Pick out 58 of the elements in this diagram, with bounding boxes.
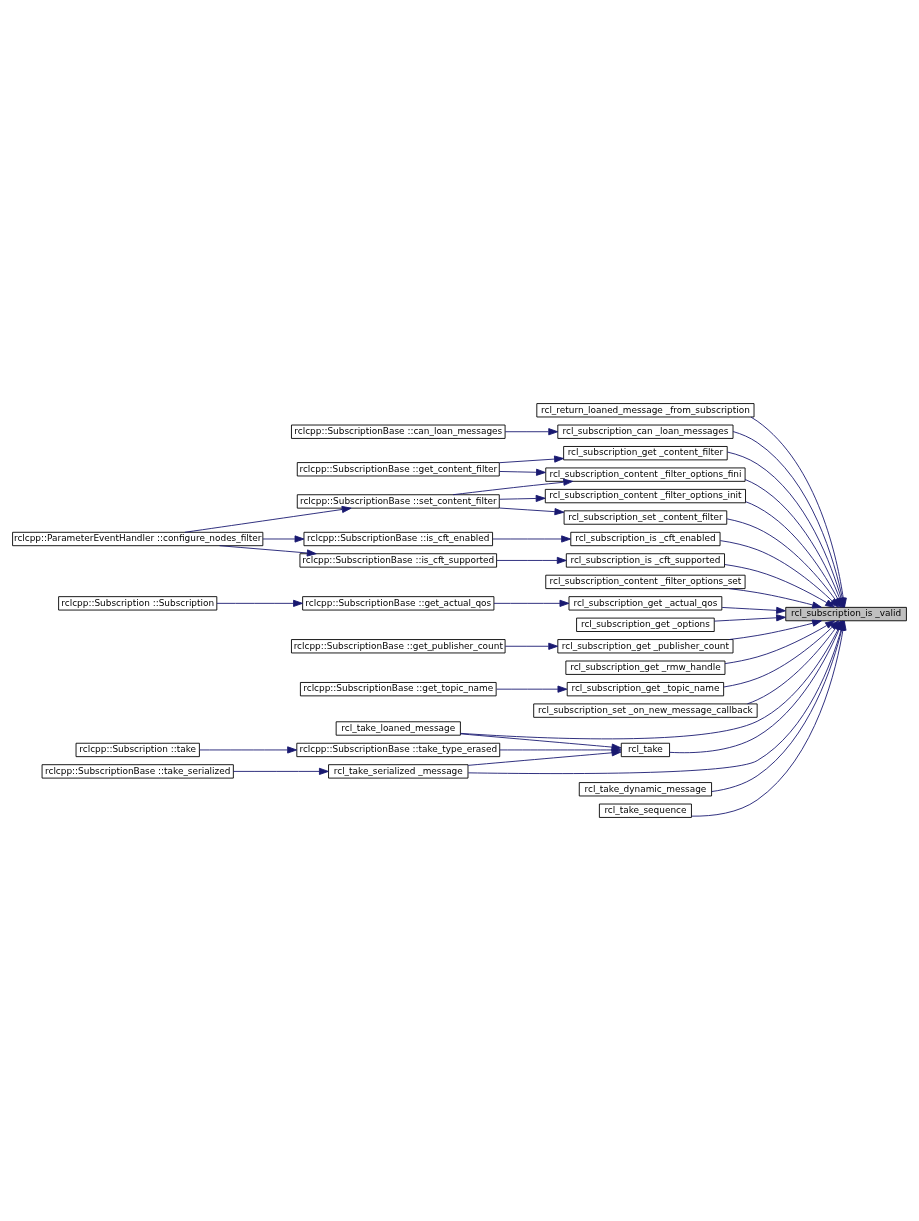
arrow [184, 505, 352, 533]
node-box: rclcpp::SubscriptionBase ::take_type_erased [296, 742, 501, 758]
arrow [496, 685, 568, 693]
arrow [724, 564, 835, 608]
node-box: rcl_subscription_get _options [576, 617, 715, 632]
arrow [233, 767, 329, 775]
node-box: rcl_subscription_get _publisher_count [557, 639, 734, 654]
arrow [199, 746, 298, 754]
node-box: rcl_subscription_is _cft_enabled [570, 531, 721, 547]
node-box: rcl_subscription_get _topic_name [566, 682, 725, 697]
arrow [452, 478, 574, 496]
node-box: rcl_take_loaned_message [335, 721, 461, 736]
node-box: rclcpp::SubscriptionBase ::get_publisher_count [291, 639, 506, 654]
arrow [499, 507, 565, 516]
node-box: rclcpp::SubscriptionBase ::get_content_filter [296, 462, 500, 477]
arrow [492, 535, 572, 543]
node-box: rcl_subscription_get _actual_qos [568, 596, 723, 611]
node-box: rcl_subscription_content _filter_options_set [545, 574, 746, 590]
arrow [728, 588, 822, 609]
arrow [499, 468, 546, 476]
arrow [467, 749, 622, 766]
arrow [499, 494, 546, 503]
arrow [504, 428, 559, 436]
node-box: rcl_take_serialized _message [328, 764, 469, 779]
node-box: rclcpp::SubscriptionBase ::is_cft_enabled [303, 531, 493, 547]
arrow [728, 619, 822, 640]
node-box: rclcpp::SubscriptionBase ::is_cft_supported [299, 553, 498, 568]
arrow [496, 556, 567, 564]
node-box: rcl_subscription_get _rmw_handle [565, 660, 726, 675]
node-box: rcl_subscription_content _filter_options_init [544, 488, 746, 504]
node-box: rclcpp::SubscriptionBase ::get_topic_name [299, 682, 497, 697]
node-box: rcl_take_sequence [598, 803, 692, 818]
node-box: rclcpp::SubscriptionBase ::get_actual_qos [302, 596, 495, 611]
node-box: rcl_subscription_content _filter_options_fini [545, 467, 746, 482]
arrow [262, 535, 305, 543]
node-box: rcl_subscription_is _valid [785, 606, 907, 622]
node-box: rcl_subscription_is _cft_supported [565, 553, 725, 568]
node-box: rclcpp::Subscription ::take [75, 742, 200, 758]
arrow [498, 455, 564, 464]
arrow [724, 620, 835, 665]
node-box: rcl_take_dynamic_message [578, 782, 712, 797]
node-box: rcl_subscription_get _content_filter [563, 446, 728, 461]
node-box: rcl_return_loaned_message _from_subscription [536, 403, 755, 418]
node-box: rcl_subscription_can _loan_messages [557, 424, 734, 439]
node-box: rclcpp::SubscriptionBase ::set_content_filter [296, 494, 500, 509]
node-box: rclcpp::ParameterEventHandler ::configure_nodes_filter [12, 531, 264, 547]
node-box: rcl_subscription_set _content_filter [563, 510, 728, 525]
arrow [493, 599, 570, 607]
arrow [721, 606, 786, 614]
node-box: rclcpp::SubscriptionBase ::can_loan_messages [291, 424, 506, 439]
node-box: rclcpp::Subscription ::Subscription [58, 596, 218, 611]
node-box: rclcpp::SubscriptionBase ::take_serialized [41, 764, 234, 779]
node-box: rcl_take [620, 742, 670, 758]
arrow [504, 642, 559, 650]
arrow [219, 545, 317, 557]
arrow [216, 599, 303, 607]
node-box: rcl_subscription_set _on_new_message_callback [533, 703, 758, 718]
arrow [713, 614, 786, 622]
